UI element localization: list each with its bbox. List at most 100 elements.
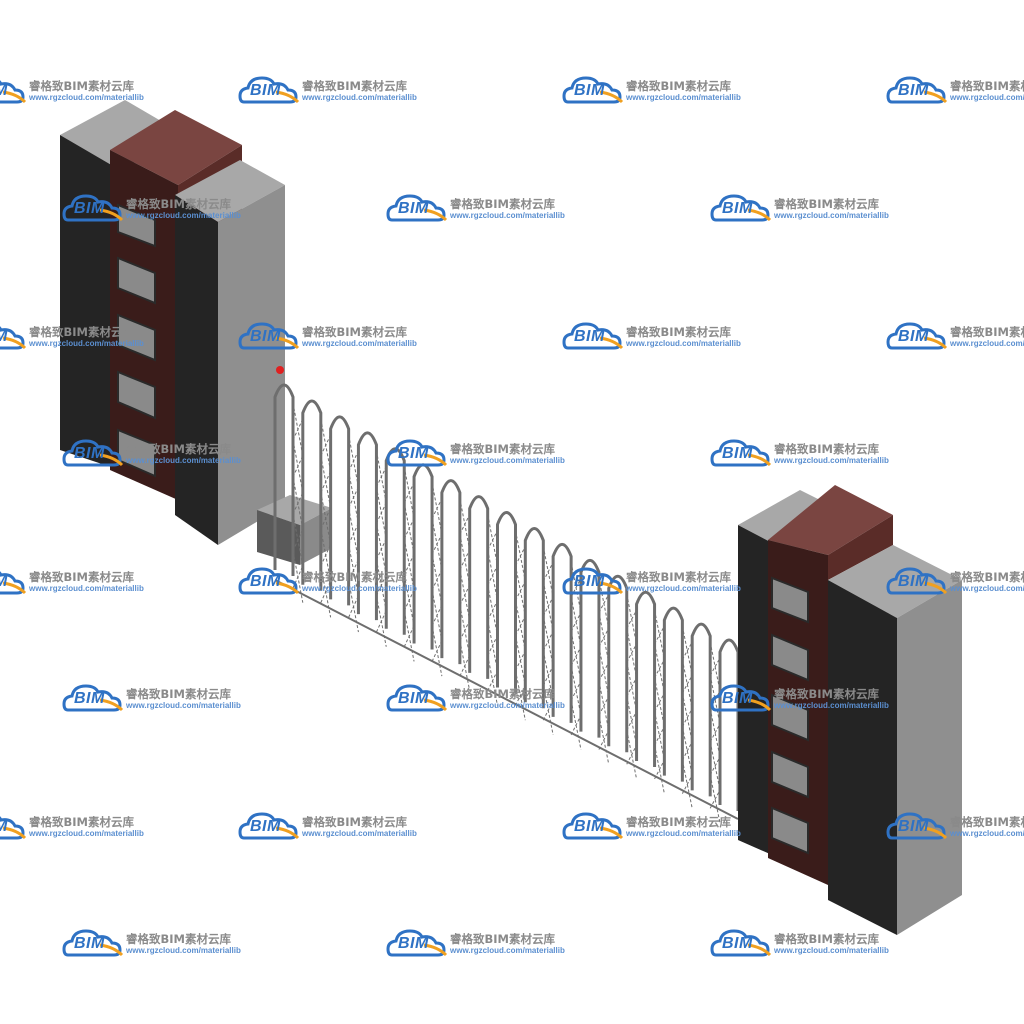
gate-lattice-line (681, 760, 693, 809)
gate-lattice-line (626, 609, 638, 629)
left-panel-3 (117, 313, 156, 362)
gate-lattice-line (598, 662, 610, 682)
gate-lattice-line (709, 789, 721, 809)
gate-lattice-line (570, 680, 582, 701)
gate-arch-bar (662, 606, 684, 782)
gate-arch-bar (356, 431, 378, 621)
gate-lattice-line (681, 675, 693, 694)
gate-lattice-line (487, 565, 498, 586)
gate-lattice-line (487, 635, 498, 656)
gate-lattice-line (403, 518, 415, 539)
gate-lattice-line (348, 523, 359, 545)
left-pillar-brick-top (110, 110, 242, 185)
gate-lattice-line (515, 546, 526, 566)
gate-lattice-line (654, 625, 665, 645)
gate-lattice-line (292, 455, 304, 478)
gate-lattice-line (598, 628, 610, 648)
retractable-gate (273, 383, 740, 824)
housing-front (257, 510, 300, 565)
gate-lattice-line (598, 594, 610, 613)
gate-lattice-line (709, 756, 721, 776)
gate-lattice-line (459, 584, 471, 606)
right-panel-3 (771, 693, 809, 742)
gate-lattice-line (709, 774, 721, 824)
gate-lattice-line (681, 774, 693, 794)
gate-arch-bar (718, 638, 740, 811)
right-panel-2 (771, 633, 809, 682)
left-pillar (60, 100, 285, 545)
gate-lattice-line (348, 595, 359, 618)
gate-lattice-line (598, 696, 610, 716)
gate-lattice-line (348, 559, 359, 582)
left-pillar-back-top (60, 100, 185, 170)
gate-lattice-line (292, 565, 304, 589)
gate-lattice-line (598, 730, 610, 750)
gate-lattice-line (570, 715, 582, 736)
gate-arch-bar (579, 558, 601, 738)
gate-lattice-line (654, 759, 665, 780)
right-pillar-panels (771, 576, 809, 855)
right-pillar-side-right (897, 580, 962, 935)
gate-lattice-line (320, 434, 332, 456)
gate-lattice-line (459, 514, 471, 535)
gate-arch-bar (607, 574, 629, 753)
gate-lattice-line (654, 692, 665, 712)
gate-lattice-line (515, 615, 526, 636)
left-panel-4 (117, 370, 156, 420)
gate-lattice-line (709, 723, 721, 743)
gate-arch-bar (273, 383, 295, 576)
gate-lattice-line (403, 482, 415, 503)
gate-lattice-line (654, 659, 665, 678)
gate-lattice-line (598, 715, 610, 765)
gate-arch-bar (301, 399, 323, 591)
right-panel-5 (771, 806, 809, 855)
right-panel-1 (771, 576, 809, 624)
gate-bottom-rail (274, 579, 739, 820)
gate-lattice-line (626, 677, 638, 697)
gate-lattice-line (348, 486, 359, 509)
gate-lattice-line (431, 604, 443, 626)
gate-lattice-line (320, 471, 332, 493)
gate-lattice-line (375, 574, 387, 597)
left-pillar-side-top (175, 160, 285, 222)
gate-lattice-line (431, 498, 443, 519)
gate-lattice-line (459, 549, 471, 570)
gate-lattice-line (681, 641, 693, 660)
gate-lattice-line (626, 696, 638, 746)
gate-arch-bar (329, 415, 351, 606)
indicator-light (276, 366, 284, 374)
gate-lattice-line (515, 685, 526, 706)
gate-lattice-line (626, 730, 638, 780)
gate-lattice-line (403, 625, 415, 647)
gate-lattice-line (375, 538, 387, 560)
gate-lattice-line (375, 502, 387, 524)
gate-lattice-line (654, 677, 665, 727)
gate-lattice-line (681, 726, 693, 776)
gate-lattice-line (654, 745, 665, 794)
gate-arch-bar (384, 447, 406, 635)
gate-lattice-line (375, 466, 387, 488)
gate-lattice-line (431, 533, 443, 555)
gate-lattice-line (459, 655, 471, 677)
right-pillar (738, 485, 962, 935)
gate-lattice-line (320, 507, 332, 530)
right-pillar-brick-top (768, 485, 893, 555)
gate-lattice-line (681, 708, 693, 727)
gate-lattice-line (515, 580, 526, 601)
gate-arch-bar (412, 463, 434, 650)
gate-lattice-line (654, 726, 665, 746)
gate-lattice-line (626, 744, 638, 765)
gate-lattice-line (709, 708, 721, 758)
right-pillar-brick-right (828, 515, 893, 580)
gate-lattice-line (542, 631, 554, 651)
gate-lattice-line (542, 665, 554, 686)
gate-lattice-line (320, 544, 332, 567)
gate-lattice-line (709, 741, 721, 791)
gate-lattice-line (570, 646, 582, 667)
gate-arch-bar (468, 495, 490, 679)
gate-lattice-line (292, 492, 304, 515)
gate-lattice-line (681, 659, 693, 709)
gate-lattice-line (375, 610, 387, 633)
left-panel-2 (117, 256, 156, 305)
